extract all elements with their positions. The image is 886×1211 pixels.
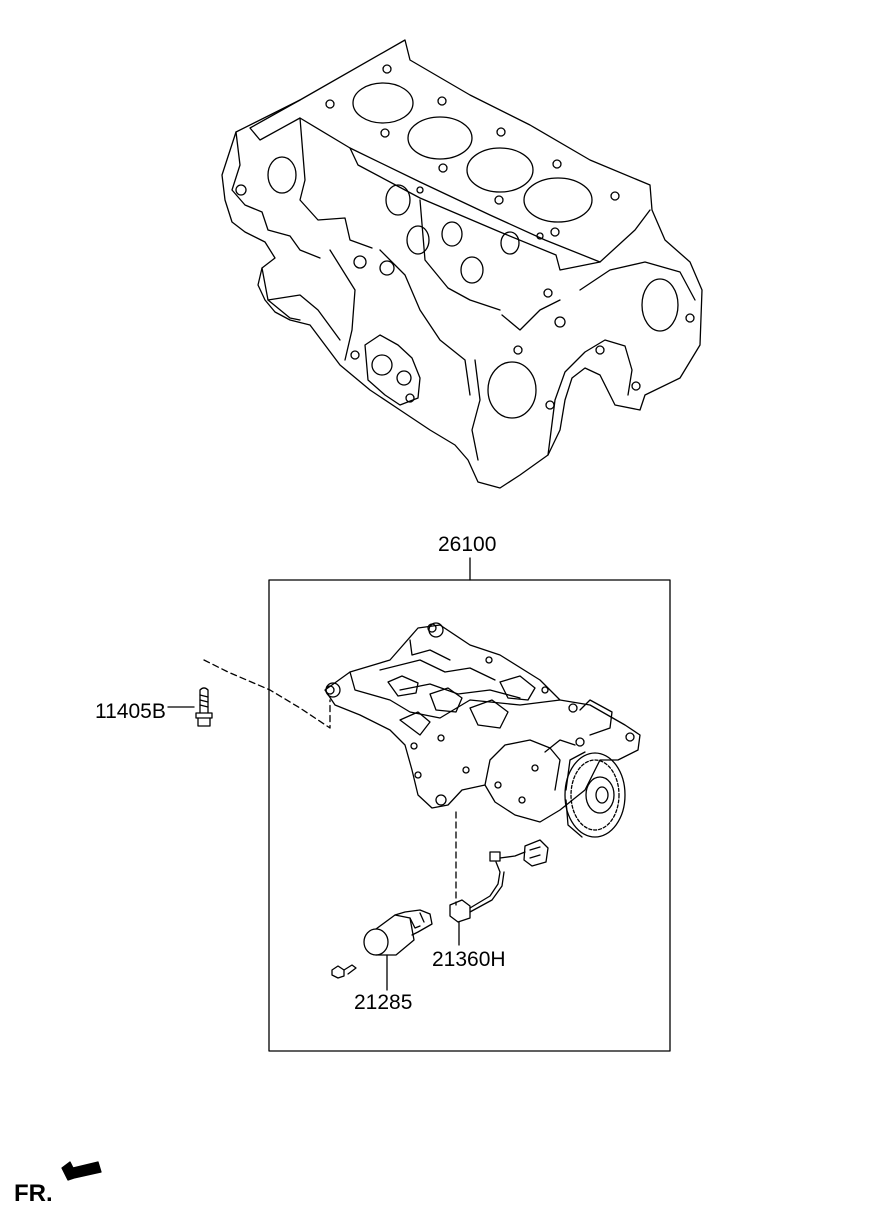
bolt-dash-leader (203, 659, 331, 729)
part-number-11405B: 11405B (95, 700, 166, 723)
part-number-26100: 26100 (438, 533, 497, 556)
direction-arrow-icon (61, 1161, 102, 1181)
assembly-callout (268, 557, 671, 1052)
assembly-frame (268, 579, 671, 1052)
solenoid-valve-illustration (331, 909, 433, 991)
part-number-21285: 21285 (354, 991, 413, 1014)
drive-gear (564, 751, 626, 838)
bolt-illustration (167, 687, 213, 727)
engine-block-illustration (221, 39, 703, 489)
part-number-21360H: 21360H (432, 948, 506, 971)
wiring-harness-illustration (449, 839, 549, 946)
oil-pump-assembly-illustration (324, 622, 641, 838)
front-direction-label: FR. (14, 1180, 53, 1207)
